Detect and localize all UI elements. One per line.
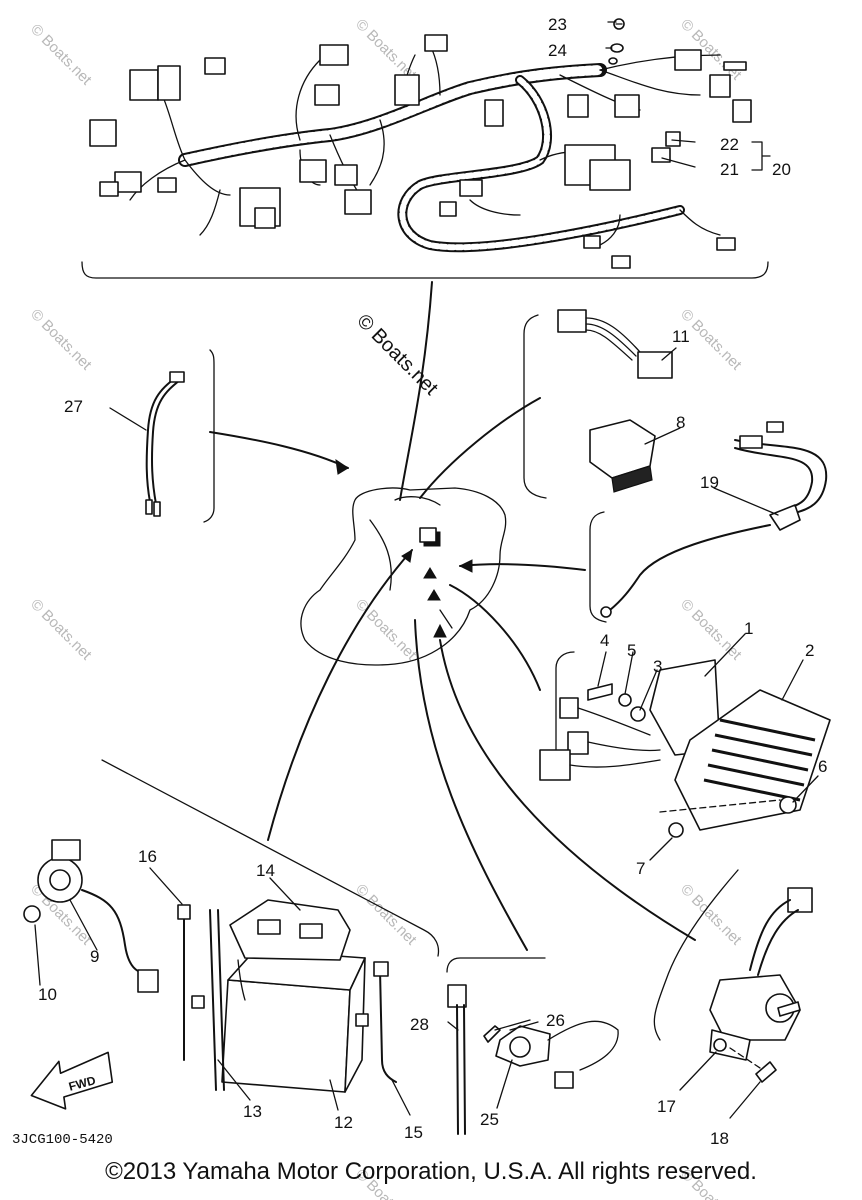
part-label-13: 13 xyxy=(243,1102,262,1121)
part-label-26: 26 xyxy=(546,1011,565,1030)
watermark-text: © Boats.net xyxy=(677,596,745,664)
part-label-22: 22 xyxy=(720,135,739,154)
part-19-cable xyxy=(589,421,828,623)
part-label-14: 14 xyxy=(256,861,275,880)
part-label-9: 9 xyxy=(90,947,99,966)
watermark-text: © Boats.net xyxy=(352,16,420,84)
label-leaders xyxy=(34,21,819,1119)
part-label-21: 21 xyxy=(720,160,739,179)
part-label-4: 4 xyxy=(600,631,609,650)
copyright-footer: ©2013 Yamaha Motor Corporation, U.S.A. A… xyxy=(105,1158,757,1185)
watermark-text: © Boats.net xyxy=(352,596,420,664)
part-label-16: 16 xyxy=(138,847,157,866)
part-label-23: 23 xyxy=(548,15,567,34)
fwd-label: FWD xyxy=(67,1073,97,1094)
part-label-6: 6 xyxy=(818,757,827,776)
part-label-1: 1 xyxy=(744,619,753,638)
fwd-arrow: FWD xyxy=(30,1051,114,1110)
part-label-11: 11 xyxy=(672,327,690,346)
watermark-text: © Boats.net xyxy=(677,881,745,949)
watermark-text: © Boats.net xyxy=(27,596,95,664)
part-9-10-group xyxy=(23,839,159,993)
part-12-16-group xyxy=(101,759,440,1093)
part-label-10: 10 xyxy=(38,985,57,1004)
watermark-text: © Boats.net xyxy=(27,21,95,89)
part-number-labels: 23 24 22 21 20 11 27 8 19 1 4 5 3 2 6 7 … xyxy=(12,15,827,1148)
motorcycle-outline xyxy=(300,487,507,666)
part-label-8: 8 xyxy=(676,413,685,432)
part-label-17: 17 xyxy=(657,1097,676,1116)
diagram-code: 3JCG100-5420 xyxy=(12,1132,113,1148)
part-label-2: 2 xyxy=(805,641,814,660)
part-25-28-group xyxy=(446,957,619,1135)
part-label-12: 12 xyxy=(334,1113,353,1132)
part-label-25: 25 xyxy=(480,1110,499,1129)
part-label-7: 7 xyxy=(636,859,645,878)
part-11-8-group xyxy=(523,309,673,499)
part-label-28: 28 xyxy=(410,1015,429,1034)
part-label-5: 5 xyxy=(627,641,636,660)
part-label-15: 15 xyxy=(404,1123,423,1142)
part-label-3: 3 xyxy=(653,657,662,676)
part-label-24: 24 xyxy=(548,41,567,60)
part-label-18: 18 xyxy=(710,1129,729,1148)
watermark-text: © Boats.net xyxy=(352,881,420,949)
leader-arrows xyxy=(209,281,696,951)
watermark-text: © Boats.net xyxy=(27,306,95,374)
part-17-18-group xyxy=(653,869,813,1083)
part-label-20: 20 xyxy=(772,160,791,179)
part-label-19: 19 xyxy=(700,473,719,492)
part-label-27: 27 xyxy=(64,397,83,416)
part-27-lead xyxy=(145,349,215,523)
part-1-7-group xyxy=(539,651,831,838)
wire-harness xyxy=(81,18,769,279)
